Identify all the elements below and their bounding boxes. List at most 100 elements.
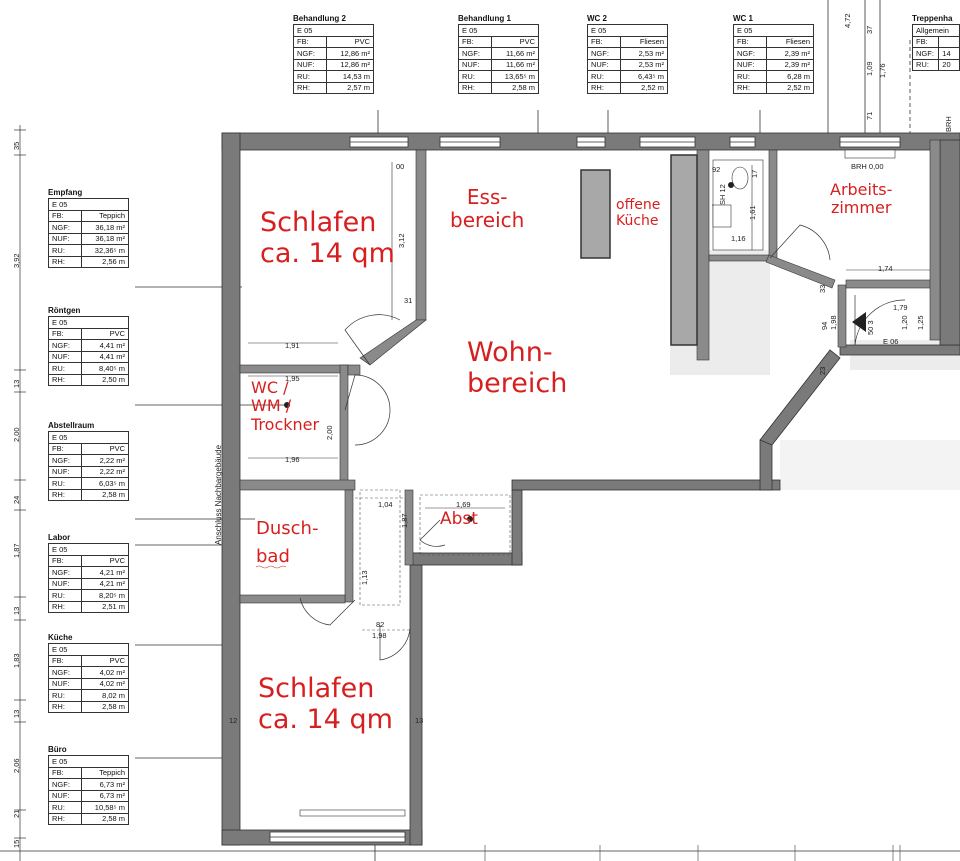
row-value: 11,66 m² <box>491 47 539 60</box>
dashed-lines <box>355 489 511 631</box>
room-table-grid: Allgemein FB: NGF:14 RU:20 <box>911 24 960 71</box>
side-dim: 2,06 <box>12 758 21 773</box>
room-table-grid: E 05 FB:PVC NGF:4,41 m² NUF:4,41 m² RU:8… <box>48 316 129 386</box>
row-value: 6,73 m² <box>81 789 129 802</box>
room-table-title: Abstellraum <box>48 421 95 430</box>
row-key: RU: <box>48 477 82 490</box>
dim-label: 1,74 <box>878 264 893 273</box>
row-value: 4,02 m² <box>81 666 129 679</box>
row-value: 4,21 m² <box>81 577 129 590</box>
door-swings <box>299 204 906 661</box>
row-key: NUF: <box>48 232 82 245</box>
dim-label: 1,16 <box>731 234 746 243</box>
row-key: NUF: <box>733 58 767 71</box>
row-value: 6,28 m <box>766 70 814 83</box>
row-key: RH: <box>48 255 82 268</box>
room-label-abst: Abst <box>440 509 478 529</box>
dim-label: 23 <box>818 366 827 375</box>
row-key: RU: <box>48 801 82 814</box>
side-dim: 2,00 <box>12 427 21 442</box>
dim-label: 82 <box>376 620 385 629</box>
row-value: PVC <box>81 327 129 340</box>
dim-label: 12 <box>229 716 238 725</box>
row-key: FB: <box>587 35 621 48</box>
row-value: 2,50 m <box>81 373 129 386</box>
room-table-empfang: Empfang E 05 FB:Teppich NGF:36,18 m² NUF… <box>48 188 129 268</box>
row-value: 2,39 m² <box>766 58 814 71</box>
row-key: FB: <box>48 554 82 567</box>
row-key: NUF: <box>48 789 82 802</box>
dim-label: 1,79 <box>893 303 908 312</box>
room-table-grid: E 05 FB:PVC NGF:2,22 m² NUF:2,22 m² RU:6… <box>48 431 129 501</box>
row-key: RU: <box>293 70 327 83</box>
top-dim: 1,09 <box>865 61 874 76</box>
windows <box>269 136 901 843</box>
room-table-wc-2: WC 2 E 05 FB:Fliesen NGF:2,53 m² NUF:2,5… <box>587 14 668 94</box>
row-value: 2,52 m <box>766 81 814 94</box>
row-key: NGF: <box>48 339 82 352</box>
room-level: E 05 <box>48 198 129 211</box>
room-table-title: Treppenha <box>912 14 953 23</box>
row-value: 2,52 m <box>620 81 668 94</box>
room-level: E 05 <box>48 643 129 656</box>
room-table-grid: E 05 FB:Teppich NGF:6,73 m² NUF:6,73 m² … <box>48 755 129 825</box>
side-dim: 21 <box>12 809 21 818</box>
room-table-roentgen: Röntgen E 05 FB:PVC NGF:4,41 m² NUF:4,41… <box>48 306 129 386</box>
room-label-arbeitszimmer: Arbeits- zimmer <box>830 180 893 218</box>
radiators <box>299 149 896 817</box>
dim-label: 1,91 <box>285 341 300 350</box>
row-value: Teppich <box>81 209 129 222</box>
row-value: PVC <box>81 654 129 667</box>
room-table-grid: E 05 FB:PVC NGF:4,02 m² NUF:4,02 m² RU:8… <box>48 643 129 713</box>
row-key: RH: <box>48 600 82 613</box>
row-key: NUF: <box>48 350 82 363</box>
dim-label: 1,98 <box>829 315 838 330</box>
dim-label: 1,20 <box>900 315 909 330</box>
dim-label: BRH <box>944 116 953 132</box>
room-level: E 05 <box>48 755 129 768</box>
row-key: FB: <box>48 654 82 667</box>
room-table-title: WC 2 <box>587 14 607 23</box>
row-key: RH: <box>48 373 82 386</box>
row-key: NGF: <box>458 47 492 60</box>
row-value: 2,57 m <box>326 81 374 94</box>
row-value: 2,39 m² <box>766 47 814 60</box>
row-key: FB: <box>293 35 327 48</box>
side-dim: 15 <box>12 839 21 848</box>
room-table-kueche: Küche E 05 FB:PVC NGF:4,02 m² NUF:4,02 m… <box>48 633 129 713</box>
row-value: 2,22 m² <box>81 465 129 478</box>
room-table-behandlung-1: Behandlung 1 E 05 FB:PVC NGF:11,66 m² NU… <box>458 14 539 94</box>
row-key: RU: <box>733 70 767 83</box>
row-key: RH: <box>48 488 82 501</box>
room-table-behandlung-2: Behandlung 2 E 05 FB:PVC NGF:12,86 m² NU… <box>293 14 374 94</box>
row-key: RU: <box>911 58 940 71</box>
dim-label: 33 <box>818 284 827 293</box>
row-key: RH: <box>587 81 621 94</box>
room-label-schlafen-top: Schlafen ca. 14 qm <box>260 207 395 270</box>
room-label-wc-wm-trockner: WC / WM / Trockner <box>251 378 320 434</box>
side-dim: 24 <box>12 495 21 504</box>
dim-label: 13 <box>415 716 424 725</box>
bottom-ticks <box>484 845 901 861</box>
room-label-duschbad-line2: bad <box>256 546 290 567</box>
row-value: 2,58 m <box>81 812 129 825</box>
row-value: 6,73 m² <box>81 778 129 791</box>
row-key: NGF: <box>293 47 327 60</box>
side-dim: 1,83 <box>12 653 21 668</box>
dim-label: E 06 <box>883 337 899 346</box>
room-level: E 05 <box>48 316 129 329</box>
room-table-buero: Büro E 05 FB:Teppich NGF:6,73 m² NUF:6,7… <box>48 745 129 825</box>
row-value: 8,20⁵ m <box>81 589 129 602</box>
row-value: 14,53 m <box>326 70 374 83</box>
row-key: NGF: <box>733 47 767 60</box>
row-key: RU: <box>48 362 82 375</box>
symbol-dots <box>284 182 734 522</box>
dim-label: 50 3 <box>866 320 875 335</box>
room-level: E 05 <box>48 543 129 556</box>
row-value: 2,51 m <box>81 600 129 613</box>
row-value: 11,66 m² <box>491 58 539 71</box>
room-label-schlafen-bottom: Schlafen ca. 14 qm <box>258 673 393 736</box>
row-key: NGF: <box>48 221 82 234</box>
row-key: NGF: <box>587 47 621 60</box>
